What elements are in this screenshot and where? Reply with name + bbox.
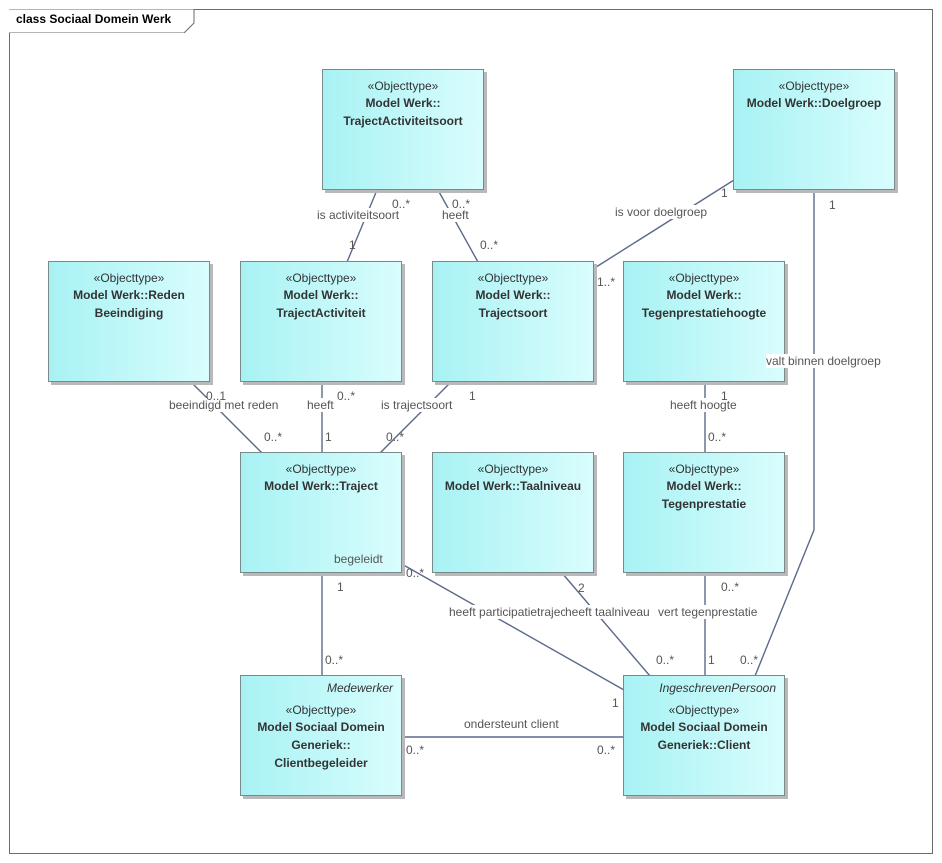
stereotype-label: «Objecttype» [285,462,357,476]
stereotype-label: «Objecttype» [778,79,850,93]
class-reden-beeindiging[interactable]: «Objecttype» Model Werk::Reden Beeindigi… [48,261,210,382]
assoc-is-trajectsoort [379,380,453,454]
assoc-valt-binnen-doelgroep [754,190,815,677]
diagram-title: class Sociaal Domein Werk [16,12,172,26]
assoc-label-heeft-taalniveau: heeft taalniveau [565,605,650,619]
class-name: Model Werk:: Trajectsoort [475,288,551,320]
class-name: Model Werk::Traject [264,479,378,493]
multiplicity: 0..* [656,653,675,667]
generalization-label: Medewerker [326,681,393,695]
multiplicity: 1 [349,238,356,252]
class-name: Model Sociaal Domein Generiek::Client [640,720,768,752]
multiplicity: 0..* [392,197,411,211]
multiplicity: 0..* [452,197,471,211]
multiplicity: 0..* [480,238,499,252]
multiplicity: 0..* [386,430,405,444]
assoc-heeft-participatietraject [399,562,625,691]
diagram-frame [9,9,933,854]
generalization-label: IngeschrevenPersoon [659,681,776,695]
assoc-label-is-trajectsoort: is trajectsoort [381,398,453,412]
multiplicity: 1 [469,389,476,403]
class-tegenprestatie[interactable]: «Objecttype» Model Werk:: Tegenprestatie [623,452,785,573]
multiplicity: 1 [325,430,332,444]
multiplicity: 1 [708,653,715,667]
stereotype-label: «Objecttype» [668,462,740,476]
multiplicity: 1 [721,186,728,200]
class-name: Model Werk::Doelgroep [746,96,882,110]
class-name: Model Werk:: Tegenprestatiehoogte [641,288,767,320]
assoc-label-valt-binnen-doelgroep: valt binnen doelgroep [766,354,881,368]
multiplicity: 0..* [337,389,356,403]
class-tegenprestatiehoogte[interactable]: «Objecttype» Model Werk:: Tegenprestatie… [623,261,785,382]
assoc-label-vert-tegenprestatie: vert tegenprestatie [658,605,758,619]
class-trajectactiviteitsoort[interactable]: «Objecttype» Model Werk:: TrajectActivit… [322,69,484,190]
class-trajectactiviteit[interactable]: «Objecttype» Model Werk:: TrajectActivit… [240,261,402,382]
assoc-heeft-taalniveau [561,572,651,677]
class-clientbegeleider[interactable]: Medewerker «Objecttype» Model Sociaal Do… [240,675,402,796]
multiplicity: 0..* [721,580,740,594]
stereotype-label: «Objecttype» [668,703,740,717]
class-name: Model Sociaal Domein Generiek:: Clientbe… [257,720,385,770]
multiplicity: 0..1 [206,389,227,403]
multiplicity: 1 [721,389,728,403]
assoc-beeindigd-met-reden [189,380,263,454]
class-doelgroep[interactable]: «Objecttype» Model Werk::Doelgroep [733,69,895,190]
multiplicity: 0..* [325,653,344,667]
multiplicity: 0..* [708,430,727,444]
assoc-label-begeleidt: begeleidt [334,552,383,566]
class-taalniveau[interactable]: «Objecttype» Model Werk::Taalniveau [432,452,594,573]
stereotype-label: «Objecttype» [477,271,549,285]
assoc-label-heeft-hoogte: heeft hoogte [670,398,737,412]
assoc-label-is-voor-doelgroep: is voor doelgroep [615,205,708,219]
assoc-is-voor-doelgroep [592,179,735,270]
multiplicity: 1 [612,696,619,710]
assoc-heeft-trajectsoort [437,189,479,263]
class-name: Model Werk:: TrajectActiviteitsoort [343,96,463,128]
assoc-label-ondersteunt-client: ondersteunt client [464,717,559,731]
multiplicity: 0..* [406,743,425,757]
multiplicity: 0..* [264,430,283,444]
multiplicity: 0..* [597,743,616,757]
class-trajectsoort[interactable]: «Objecttype» Model Werk:: Trajectsoort [432,261,594,382]
class-name: Model Werk:: TrajectActiviteit [276,288,366,320]
class-traject[interactable]: «Objecttype» Model Werk::Traject [240,452,402,573]
multiplicity: 0..* [406,566,425,580]
frame-tab [9,9,195,33]
assoc-label-heeft-activiteit: heeft [307,398,334,412]
multiplicity: 0..* [740,653,759,667]
stereotype-label: «Objecttype» [367,79,439,93]
assoc-label-beeindigd-met-reden: beeindigd met reden [169,398,279,412]
multiplicity: 1 [829,198,836,212]
class-name: Model Werk:: Tegenprestatie [661,479,747,511]
multiplicity: 1 [337,580,344,594]
multiplicity: 2 [578,581,585,595]
class-name: Model Werk::Reden Beeindiging [73,288,185,320]
stereotype-label: «Objecttype» [285,271,357,285]
class-client[interactable]: IngeschrevenPersoon «Objecttype» Model S… [623,675,785,796]
assoc-label-is-activiteitsoort: is activiteitsoort [317,208,400,222]
stereotype-label: «Objecttype» [668,271,740,285]
assoc-is-activiteitsoort [346,189,378,263]
stereotype-label: «Objecttype» [285,703,357,717]
class-name: Model Werk::Taalniveau [444,479,582,493]
multiplicity: 1..* [597,275,616,289]
assoc-label-heeft-trajectsoort: heeft [442,208,469,222]
assoc-label-heeft-participatietraject: heeft participatietraject [449,605,570,619]
stereotype-label: «Objecttype» [477,462,549,476]
stereotype-label: «Objecttype» [93,271,165,285]
